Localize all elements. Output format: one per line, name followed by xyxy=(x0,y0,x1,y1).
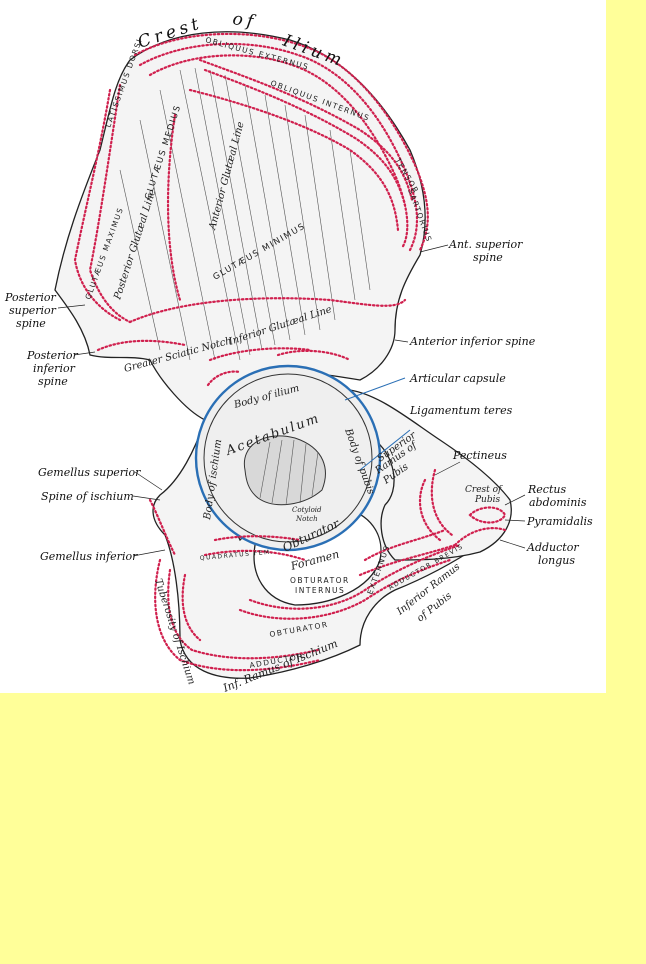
label-cotyloid: Cotyloid xyxy=(292,506,322,514)
label-notch: Notch xyxy=(295,515,318,523)
figure-panel: Crest of Ilium OBLIQUUS EXTERNUS OBLIQUU… xyxy=(0,0,606,693)
hip-bone-diagram: Crest of Ilium OBLIQUUS EXTERNUS OBLIQUU… xyxy=(4,9,593,693)
label-obturator-internus-line2: INTERNUS xyxy=(295,586,345,595)
label-posterior-superior-spine-1: Posterior xyxy=(4,291,57,304)
label-posterior-superior-spine-2: superior xyxy=(9,304,57,317)
label-gemellus-superior: Gemellus superior xyxy=(38,466,141,479)
label-ant-superior-spine-1: Ant. superior xyxy=(448,238,523,251)
label-adductor-longus-1: Adductor xyxy=(526,541,579,554)
leader-lines xyxy=(57,244,526,557)
label-spine-of-ischium: Spine of ischium xyxy=(41,490,134,503)
label-posterior-inferior-spine-2: inferior xyxy=(33,362,76,375)
label-crest-of-pubis-line1: Crest of xyxy=(465,485,503,495)
label-anterior-inferior-spine: Anterior inferior spine xyxy=(409,335,536,348)
label-crest-of-pubis-line2: Pubis xyxy=(474,495,500,505)
label-pectineus: Pectineus xyxy=(452,449,507,462)
acetabulum-rim xyxy=(203,373,373,543)
label-rectus-abdominis-2: abdominis xyxy=(529,496,587,509)
pubis-body xyxy=(349,389,512,561)
crest-word-of: of xyxy=(231,9,258,32)
label-adductor-longus-2: longus xyxy=(538,554,575,567)
label-articular-capsule: Articular capsule xyxy=(409,372,506,385)
label-posterior-inferior-spine-1: Posterior xyxy=(26,349,79,362)
label-rectus-abdominis-1: Rectus xyxy=(527,483,566,496)
muscle-attachments xyxy=(73,32,507,672)
ilium-shading xyxy=(119,67,371,361)
label-posterior-inferior-spine-3: spine xyxy=(38,375,68,388)
label-pyramidalis: Pyramidalis xyxy=(526,515,593,528)
label-ligamentum-teres: Ligamentum teres xyxy=(409,404,513,417)
fossa-shading xyxy=(259,439,319,506)
label-obturator-internus-line1: OBTURATOR xyxy=(290,576,350,585)
label-gemellus-inferior: Gemellus inferior xyxy=(40,550,138,563)
label-ant-superior-spine-2: spine xyxy=(473,251,503,264)
label-posterior-superior-spine-3: spine xyxy=(16,317,46,330)
